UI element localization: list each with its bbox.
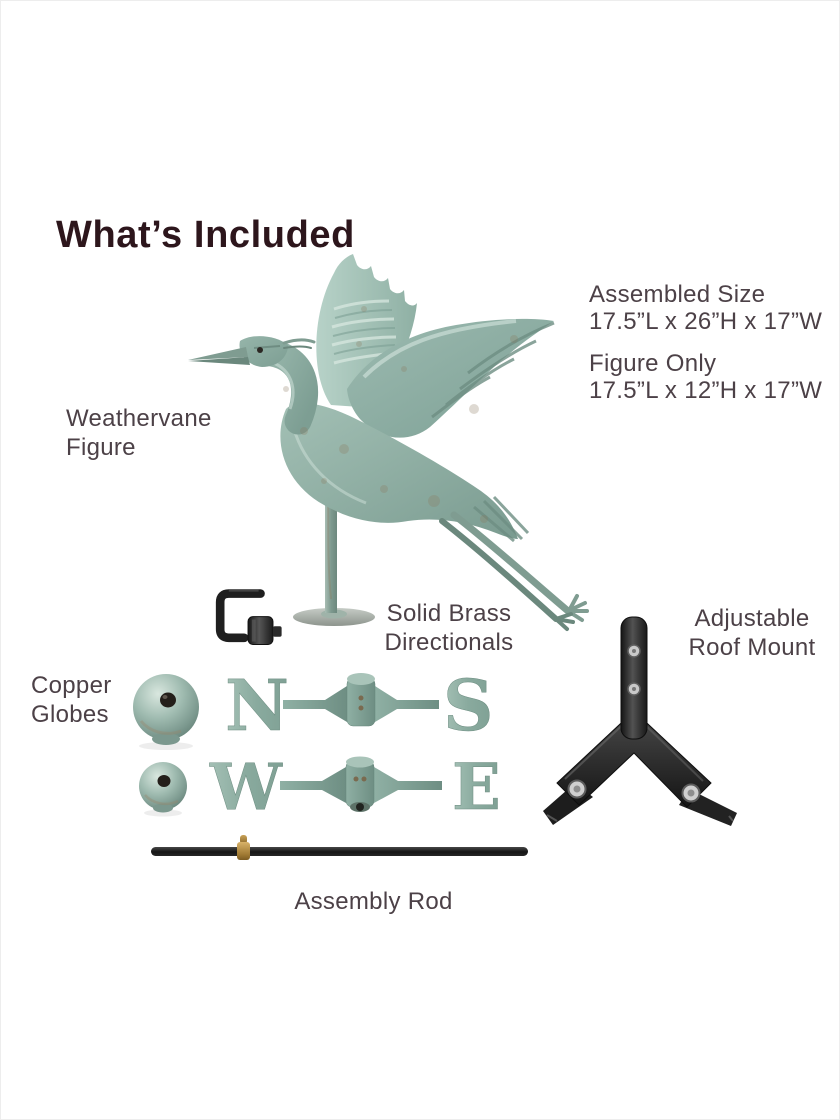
- size-specs: Assembled Size 17.5”L x 26”H x 17”W Figu…: [589, 281, 822, 404]
- heron-legs: [439, 511, 589, 631]
- copper-globes-label: Copper Globes: [31, 672, 112, 728]
- compass-letter-north: N: [225, 664, 289, 744]
- assembly-rod-label: Assembly Rod: [294, 888, 453, 915]
- page-title: What’s Included: [56, 214, 355, 256]
- copper-globe-small: [139, 762, 187, 817]
- weathervane-figure-label: Weathervane Figure: [66, 405, 212, 461]
- directional-west-east: W E: [209, 750, 501, 823]
- compass-letter-west: W: [209, 750, 283, 823]
- copper-globe-large: [133, 674, 199, 750]
- figure-only-label: Figure Only: [589, 350, 717, 377]
- patina-mottling: [283, 306, 518, 523]
- heron-near-wing: [347, 318, 555, 438]
- set-screw-clamp-illustration: [215, 589, 282, 645]
- directional-north-south: N S: [225, 664, 494, 744]
- figure-only-spec: Figure Only 17.5”L x 12”H x 17”W: [589, 350, 822, 404]
- heron-beak: [188, 347, 248, 360]
- roof-mount-illustration: [543, 616, 737, 826]
- figure-only-value: 17.5”L x 12”H x 17”W: [589, 377, 823, 404]
- heron-eye: [257, 347, 263, 353]
- compass-letter-east: E: [452, 750, 501, 823]
- heron-weathervane-illustration: [188, 254, 589, 631]
- assembly-rod-brass-knob: [240, 835, 247, 844]
- assembled-size-value: 17.5”L x 26”H x 17”W: [589, 308, 823, 335]
- assembly-rod-illustration: [151, 847, 528, 856]
- assembled-size-label: Assembled Size: [589, 281, 766, 308]
- heron-head-neck: [188, 336, 319, 435]
- assembled-size-spec: Assembled Size 17.5”L x 26”H x 17”W: [589, 281, 822, 335]
- roof-mount-label: Adjustable Roof Mount: [688, 605, 816, 661]
- compass-letter-south: S: [443, 664, 494, 744]
- assembly-rod-brass-collar: [237, 842, 250, 860]
- heron-body: [280, 403, 530, 543]
- directionals-label: Solid Brass Directionals: [384, 600, 514, 656]
